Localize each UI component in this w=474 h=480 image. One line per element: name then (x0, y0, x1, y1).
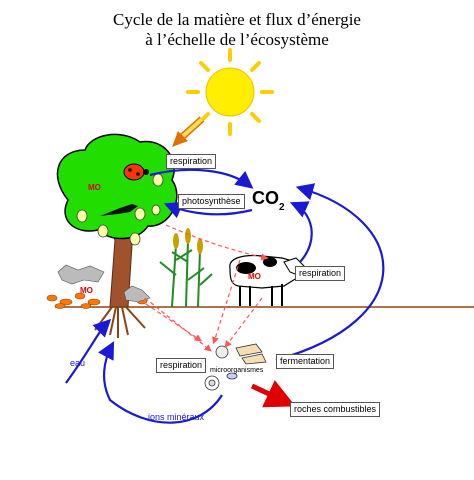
cow-icon (229, 254, 305, 306)
microorganisms-label: microorganismes (210, 367, 264, 374)
fermentation-label: fermentation (276, 354, 335, 369)
fossil-rocks-label: roches combustibles (290, 402, 381, 417)
organic-matter-arrows (139, 224, 269, 352)
ladybug-icon (123, 163, 149, 181)
respiration-label-cow: respiration (295, 266, 346, 281)
co2-subscript: 2 (279, 202, 285, 213)
fossilisation-arrow (250, 380, 296, 408)
diagram-title-line1: Cycle de la matière et flux d’énergie (113, 10, 361, 29)
tree-icon (56, 133, 178, 338)
water-label: eau (70, 358, 86, 368)
mo-label-litter: MO (80, 286, 93, 295)
co2-label: CO2 (252, 188, 285, 213)
light-energy-arrow-icon (172, 116, 205, 147)
microorganisms-icon (204, 343, 267, 391)
co2-main: CO (252, 188, 279, 208)
mineral-ions-label: ions minéraux (148, 412, 205, 422)
carbon-cycle-arrows (65, 168, 385, 424)
leaf-litter-icon (46, 264, 151, 309)
mo-label-tree: MO (88, 183, 101, 192)
respiration-label-soil: respiration (156, 358, 207, 373)
sun-icon (186, 48, 274, 136)
diagram-title-line2: à l’échelle de l’écosystème (145, 30, 329, 49)
crop-plants-icon (159, 239, 213, 308)
respiration-label-tree: respiration (166, 154, 217, 169)
mo-label-cow: MO (248, 272, 261, 281)
photosynthesis-label: photosynthèse (178, 194, 245, 209)
